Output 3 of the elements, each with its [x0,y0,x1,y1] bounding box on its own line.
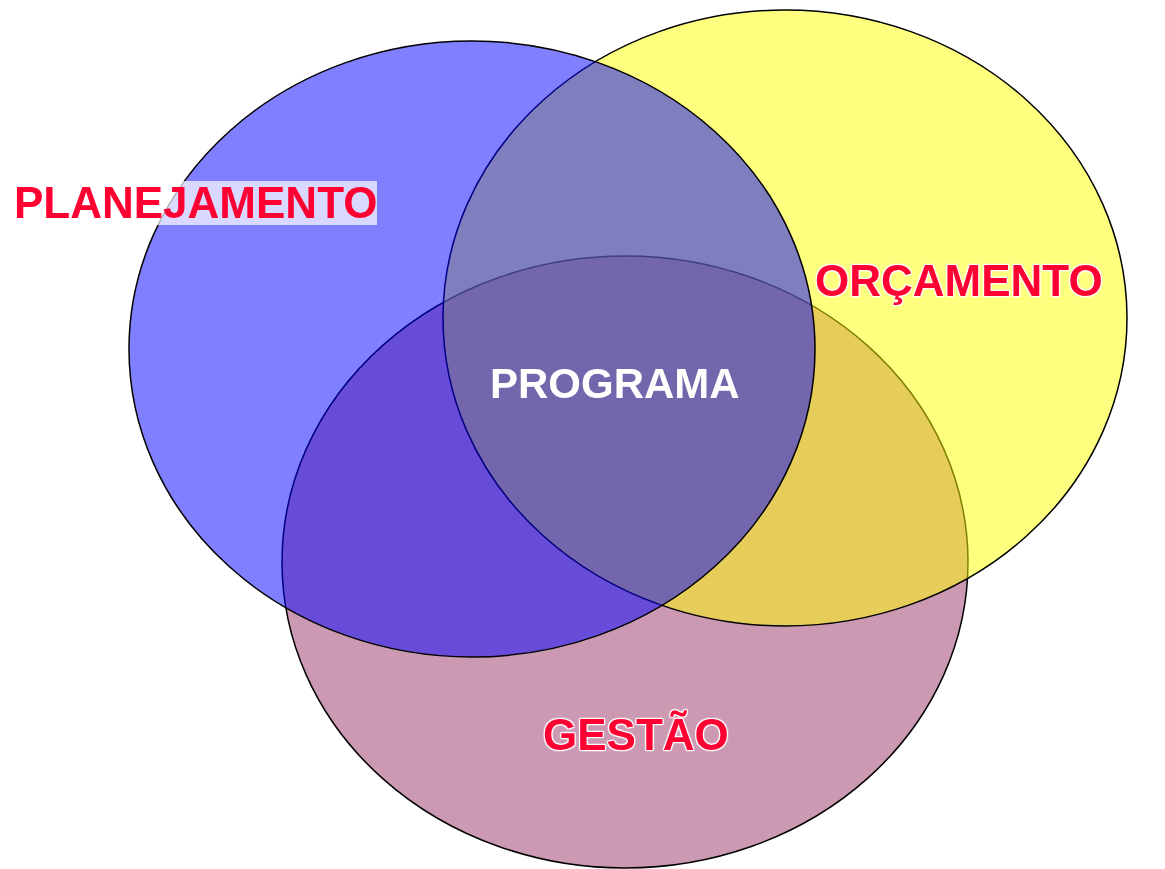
set-label: PLANEJAMENTO [14,181,378,225]
set-label: ORÇAMENTO [815,259,1103,303]
intersection-label: PROGRAMA [490,363,740,405]
